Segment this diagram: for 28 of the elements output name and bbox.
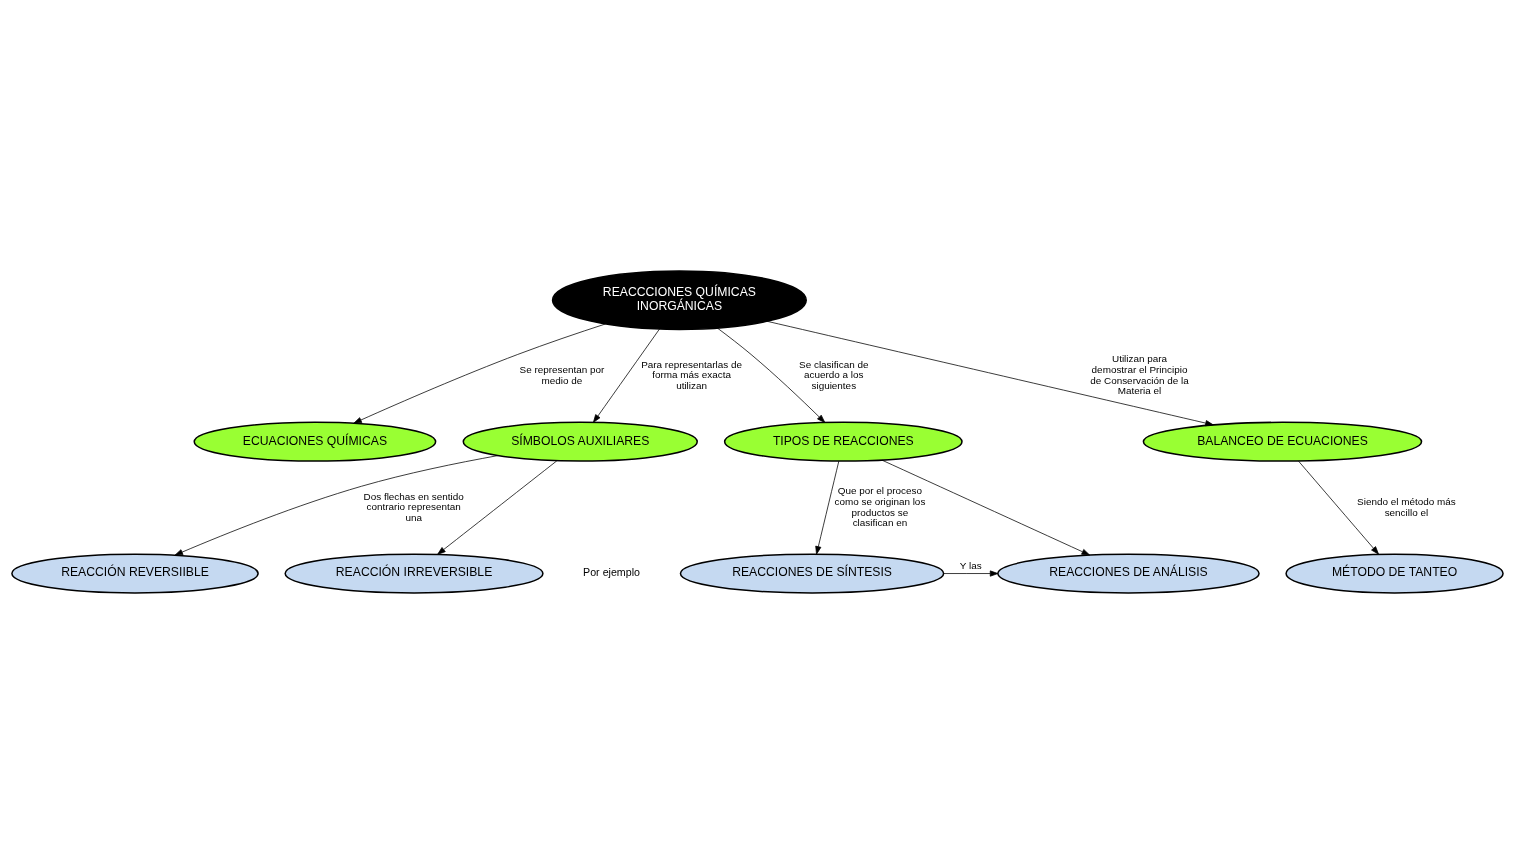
arrow — [437, 460, 558, 555]
edge-label: Dos flechas en sentido contrario representan una — [363, 490, 464, 523]
arrow — [815, 460, 840, 554]
edge-label: Se clasifican de acuerdo a los siguientes — [799, 358, 869, 391]
edge-label: Y las — [959, 559, 982, 571]
node-ellipse: REACCIONES DE ANÁLISIS — [997, 552, 1260, 594]
arrow — [1298, 460, 1379, 554]
arrow — [353, 323, 607, 424]
node-ellipse: ECUACIONES QUÍMICAS — [193, 421, 437, 462]
node-ellipse: TIPOS DE REACCIONES — [723, 421, 963, 462]
edge-label: Que por el proceso como se originan los productos se clasifican en — [834, 484, 926, 528]
arrow — [593, 328, 660, 423]
node-ellipse: REACCCIONES QUÍMICAS INORGÁNICAS — [551, 269, 807, 330]
edge-label: Para representarlas de forma más exacta utilizan — [641, 358, 742, 391]
arrow — [943, 570, 999, 577]
node-ellipse: SÍMBOLOS AUXILIARES — [462, 421, 698, 462]
arrow — [717, 327, 826, 423]
node-ellipse: REACCIÓN REVERSIIBLE — [11, 552, 259, 594]
arrow — [766, 320, 1214, 426]
label: Por ejemplo — [583, 565, 640, 578]
node-ellipse: REACCIÓN IRREVERSIBLE — [284, 552, 544, 594]
node-ellipse: REACCIONES DE SÍNTESIS — [679, 552, 945, 594]
arrow — [881, 459, 1090, 555]
edge-label: Siendo el método más sencillo el — [1357, 495, 1456, 518]
node-ellipse: MÉTODO DE TANTEO — [1285, 552, 1504, 594]
arrow — [174, 454, 499, 556]
edge-label: Se representan por medio de — [519, 363, 605, 386]
edge-label: Utilizan para demostrar el Principio de Conservación de la Materia el — [1090, 352, 1189, 396]
